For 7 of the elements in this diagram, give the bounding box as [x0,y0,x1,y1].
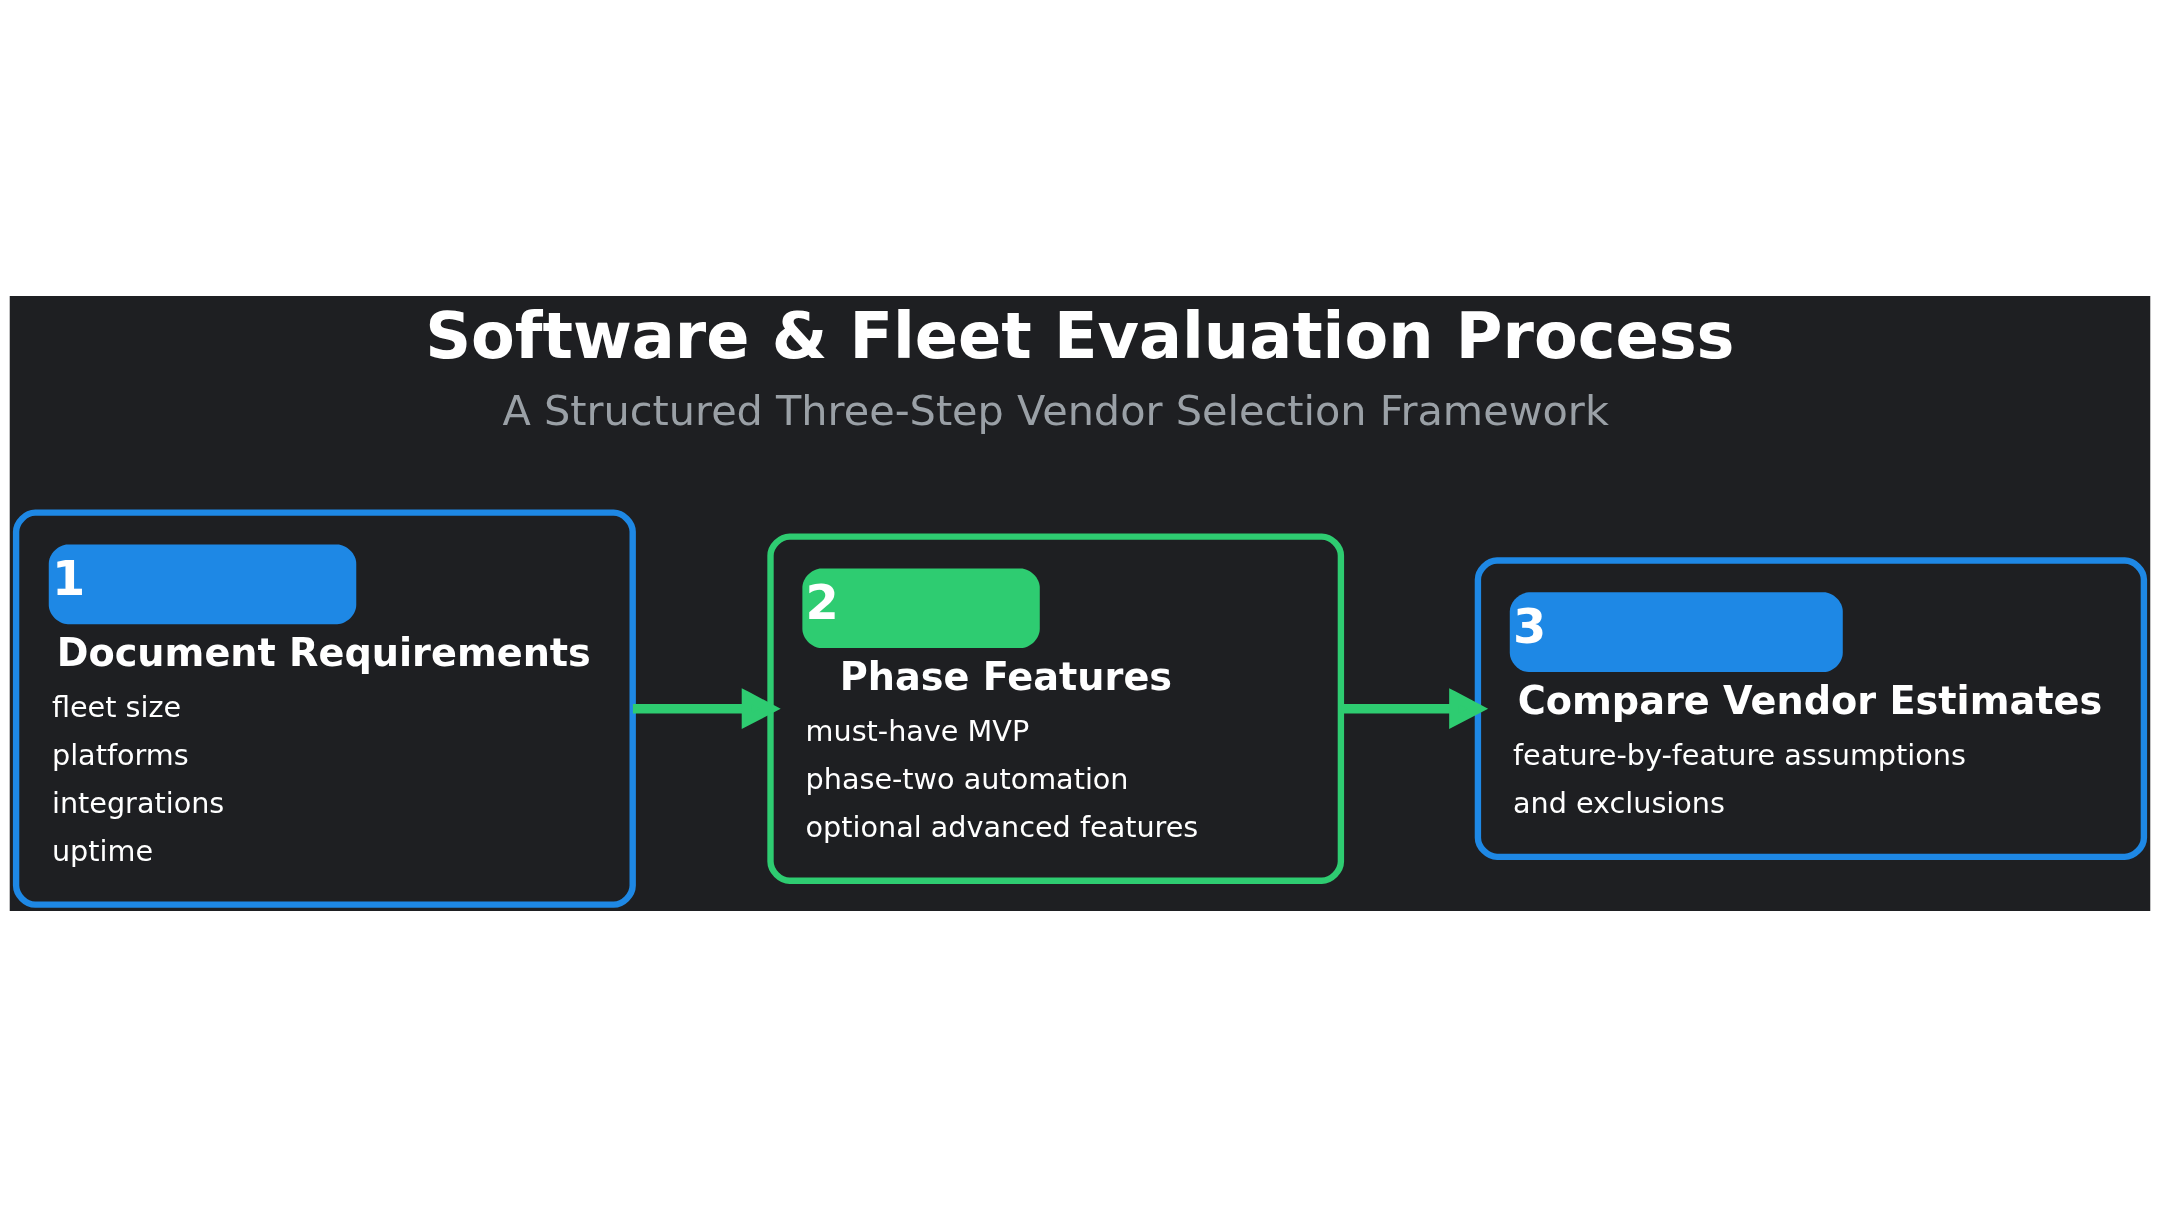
arrow [1341,687,1489,729]
node-box: 3 Compare Vendor Estimates feature-by-feature assumptions and exclusions [1474,556,2148,860]
node-box: 2 Phase Features must-have MVP phase-two automation optional advanced features [767,532,1345,884]
node-box: 1 Document Requirements fleet size platforms integrations uptime [12,509,636,908]
diagram-title: Software & Fleet Evaluation Process [425,298,1735,373]
label: A Structured Three-Step Vendor Selection Framework [502,386,1609,435]
arrow [632,687,781,729]
